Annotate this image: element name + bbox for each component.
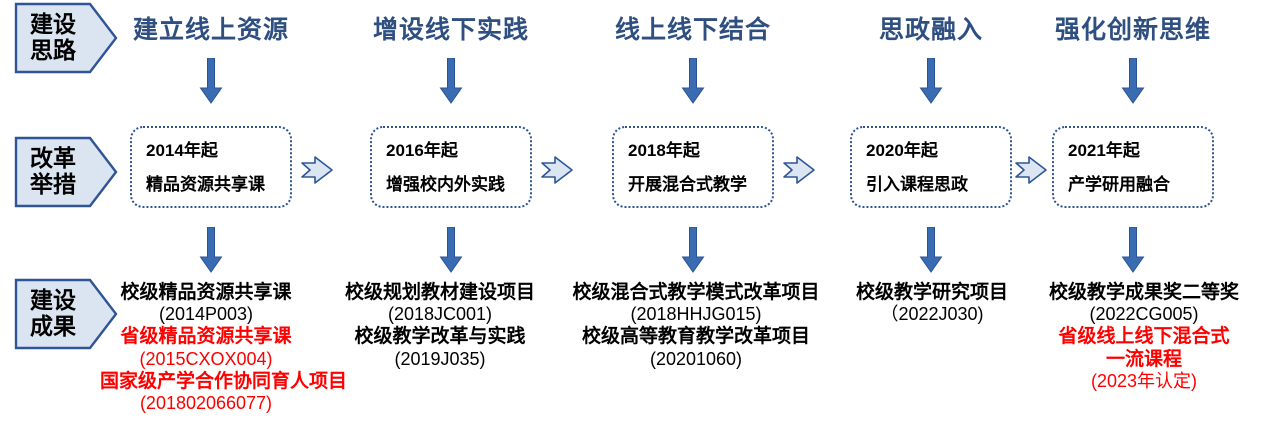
pentagon-shape-icon bbox=[14, 136, 118, 208]
stage-column-3: 线上线下结合 2018年起 开展混合式教学 bbox=[612, 0, 774, 446]
outcome-code: （2022J030) bbox=[880, 304, 984, 325]
row-label-line1: 建设 bbox=[30, 11, 76, 38]
down-arrow-icon bbox=[199, 227, 223, 273]
outcome-column-1: 校级精品资源共享课(2014P003)省级精品资源共享课(2015CXOX004… bbox=[100, 0, 348, 446]
outcome-column-3: 校级混合式教学模式改革项目(2018HHJG015)校级高等教育教学改革项目(2… bbox=[552, 0, 840, 446]
stage-heading-5: 强化创新思维 bbox=[1054, 16, 1211, 44]
outcome-list-5: 校级教学成果奖二等奖(2022CG005)省级线上线下混合式一流课程(2023年… bbox=[1030, 282, 1258, 393]
outcome-title: 省级线上线下混合式一流课程 bbox=[1058, 326, 1230, 370]
measure-year: 2018年起 bbox=[628, 140, 700, 160]
down-arrow-icon bbox=[681, 58, 705, 104]
outcome-code: (2018HHJG015) bbox=[630, 304, 762, 325]
down-arrow-icon bbox=[919, 227, 943, 273]
outcome-column-4: 校级教学研究项目（2022J030) bbox=[832, 0, 1032, 446]
measure-year: 2021年起 bbox=[1068, 140, 1140, 160]
chevron-right-icon bbox=[541, 156, 573, 184]
measure-year: 2020年起 bbox=[866, 140, 938, 160]
outcome-code: (2022CG005) bbox=[1089, 304, 1199, 325]
down-arrow-icon bbox=[681, 227, 705, 273]
outcome-title: 校级教学研究项目 bbox=[855, 282, 1008, 303]
outcome-title: 校级教学成果奖二等奖 bbox=[1048, 282, 1239, 303]
row-label-line2: 举措 bbox=[30, 171, 76, 197]
outcome-column-5: 校级教学成果奖二等奖(2022CG005)省级线上线下混合式一流课程(2023年… bbox=[1030, 0, 1258, 446]
outcome-title: 国家级产学合作协同育人项目 bbox=[100, 370, 348, 392]
outcome-title: 校级高等教育教学改革项目 bbox=[581, 326, 810, 348]
chevron-right-icon bbox=[1015, 156, 1047, 184]
down-arrow-icon bbox=[1121, 58, 1145, 104]
measure-action: 增强校内外实践 bbox=[386, 174, 505, 194]
outcome-code: (2019J035) bbox=[394, 348, 486, 369]
measure-action: 引入课程思政 bbox=[866, 174, 968, 194]
measure-year: 2014年起 bbox=[146, 140, 218, 160]
outcome-title: 校级精品资源共享课 bbox=[120, 282, 292, 303]
outcome-list-4: 校级教学研究项目（2022J030) bbox=[832, 282, 1032, 326]
row-label-build-results: 建设 成果 bbox=[14, 278, 118, 350]
row-label-line1: 改革 bbox=[30, 145, 76, 172]
outcome-list-1: 校级精品资源共享课(2014P003)省级精品资源共享课(2015CXOX004… bbox=[100, 282, 348, 415]
row-label-line2: 成果 bbox=[30, 313, 76, 339]
measure-box-4[interactable]: 2020年起 引入课程思政 bbox=[850, 126, 1012, 208]
stage-column-5: 强化创新思维 2021年起 产学研用融合 bbox=[1052, 0, 1214, 446]
outcome-title: 省级精品资源共享课 bbox=[120, 326, 292, 348]
pentagon-shape-icon bbox=[14, 278, 118, 350]
stage-heading-2: 增设线下实践 bbox=[372, 16, 529, 44]
outcome-code: (2015CXOX004) bbox=[139, 348, 273, 369]
outcome-list-3: 校级混合式教学模式改革项目(2018HHJG015)校级高等教育教学改革项目(2… bbox=[552, 282, 840, 371]
row-label-line2: 思路 bbox=[30, 37, 76, 63]
down-arrow-icon bbox=[439, 58, 463, 104]
measure-box-1[interactable]: 2014年起 精品资源共享课 bbox=[130, 126, 292, 208]
outcome-title: 校级规划教材建设项目 bbox=[344, 282, 535, 303]
chevron-right-icon bbox=[301, 156, 333, 184]
stage-column-2: 增设线下实践 2016年起 增强校内外实践 bbox=[370, 0, 532, 446]
row-label-reform-measures: 改革 举措 bbox=[14, 136, 118, 208]
measure-action: 开展混合式教学 bbox=[628, 174, 747, 194]
measure-box-2[interactable]: 2016年起 增强校内外实践 bbox=[370, 126, 532, 208]
outcome-title: 校级教学改革与实践 bbox=[354, 326, 526, 348]
row-label-build-approach: 建设 思路 bbox=[14, 2, 118, 74]
chevron-right-icon bbox=[783, 156, 815, 184]
pentagon-shape-icon bbox=[14, 2, 118, 74]
stage-column-4: 思政融入 2020年起 引入课程思政 bbox=[850, 0, 1012, 446]
outcome-code: (2014P003) bbox=[158, 304, 254, 325]
stage-heading-3: 线上线下结合 bbox=[614, 16, 771, 44]
row-label-line1: 建设 bbox=[30, 287, 76, 314]
down-arrow-icon bbox=[919, 58, 943, 104]
outcome-code: (2023年认定) bbox=[1090, 371, 1198, 392]
measure-box-5[interactable]: 2021年起 产学研用融合 bbox=[1052, 126, 1214, 208]
stage-heading-4: 思政融入 bbox=[878, 16, 983, 44]
down-arrow-icon bbox=[199, 58, 223, 104]
outcome-code: (20201060) bbox=[649, 348, 743, 369]
outcome-code: (201802066077) bbox=[139, 393, 273, 414]
measure-year: 2016年起 bbox=[386, 140, 458, 160]
outcome-title: 校级混合式教学模式改革项目 bbox=[572, 282, 820, 303]
outcome-code: (2018JC001) bbox=[387, 304, 493, 325]
outcome-column-2: 校级规划教材建设项目(2018JC001)校级教学改革与实践(2019J035) bbox=[328, 0, 552, 446]
outcome-list-2: 校级规划教材建设项目(2018JC001)校级教学改革与实践(2019J035) bbox=[328, 282, 552, 371]
down-arrow-icon bbox=[1121, 227, 1145, 273]
measure-action: 产学研用融合 bbox=[1068, 174, 1170, 194]
stage-column-1: 建立线上资源 2014年起 精品资源共享课 bbox=[130, 0, 292, 446]
stage-heading-1: 建立线上资源 bbox=[132, 16, 289, 44]
measure-action: 精品资源共享课 bbox=[146, 174, 265, 194]
down-arrow-icon bbox=[439, 227, 463, 273]
measure-box-3[interactable]: 2018年起 开展混合式教学 bbox=[612, 126, 774, 208]
